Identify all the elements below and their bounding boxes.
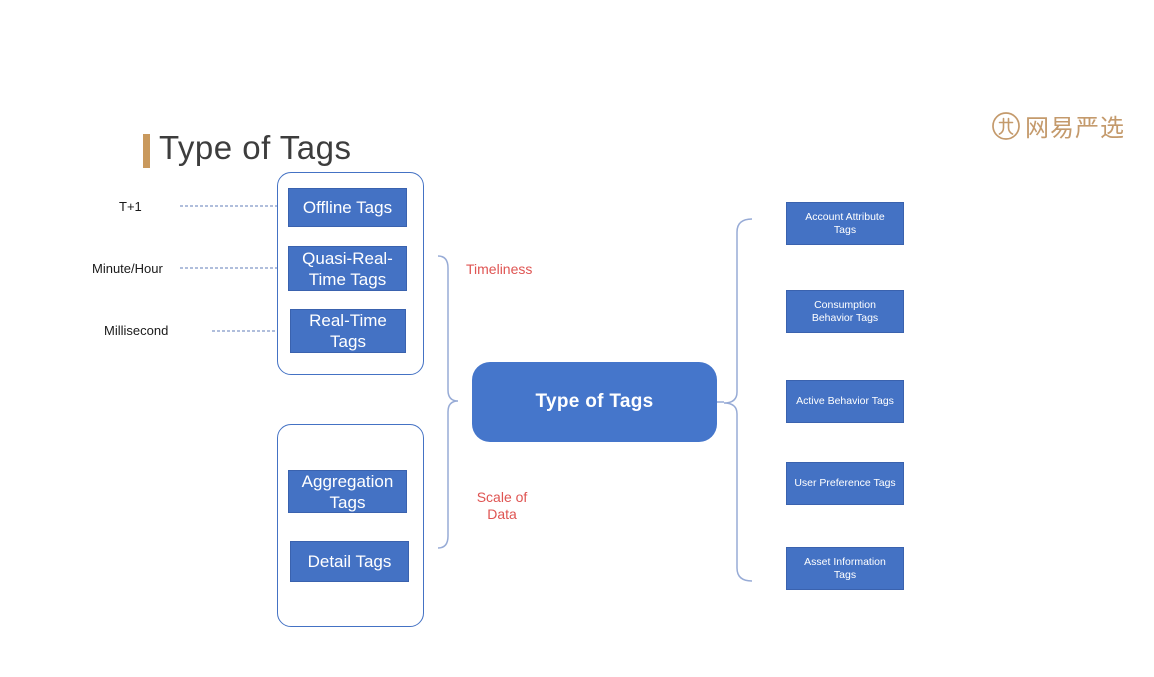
scale-group-container [277, 424, 424, 627]
category-box-account-attribute: Account Attribute Tags [786, 202, 904, 245]
page-title-block: Type of Tags [143, 129, 352, 168]
tag-box-offline: Offline Tags [288, 188, 407, 227]
brace-left [437, 255, 459, 549]
page-title: Type of Tags [159, 129, 352, 166]
category-box-consumption-behavior: Consumption Behavior Tags [786, 290, 904, 333]
category-box-user-preference: User Preference Tags [786, 462, 904, 505]
title-accent-bar [143, 134, 150, 168]
annotation-minute-hour: Minute/Hour [92, 261, 163, 276]
tag-box-quasi-real-time: Quasi-Real-Time Tags [288, 246, 407, 291]
brand-logo-text: 网易严选 [1025, 115, 1125, 142]
brand-logo: 网易严选 [991, 108, 1125, 143]
brace-right [723, 218, 753, 582]
category-box-asset-information: Asset Information Tags [786, 547, 904, 590]
branch-label-scale-of-data: Scale of Data [476, 489, 528, 522]
tag-box-detail: Detail Tags [290, 541, 409, 582]
center-node: Type of Tags [472, 362, 717, 442]
branch-label-timeliness: Timeliness [466, 261, 533, 277]
tag-box-real-time: Real-Time Tags [290, 309, 406, 353]
brand-logo-icon [992, 111, 1020, 140]
category-box-active-behavior: Active Behavior Tags [786, 380, 904, 423]
annotation-t1: T+1 [119, 199, 142, 214]
tag-box-aggregation: Aggregation Tags [288, 470, 407, 513]
annotation-millisecond: Millisecond [104, 323, 169, 338]
